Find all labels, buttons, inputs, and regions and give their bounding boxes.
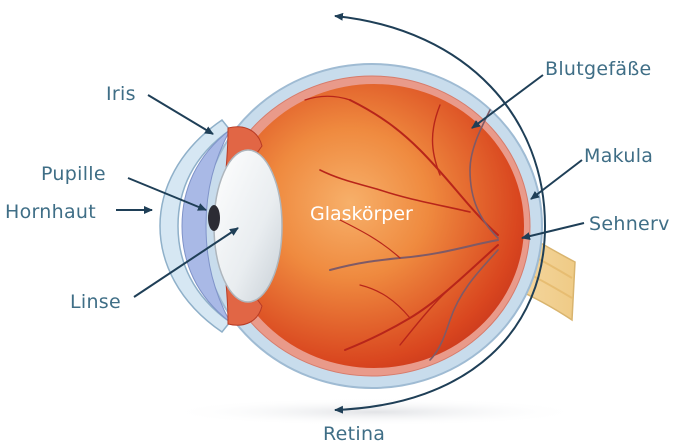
blutgefaesse-pointer	[472, 75, 543, 128]
ground-shadow	[165, 398, 585, 426]
makula-pointer	[531, 160, 582, 199]
pupil	[208, 205, 220, 231]
label-sehnerv: Sehnerv	[589, 213, 670, 235]
label-makula: Makula	[584, 145, 653, 167]
label-glaskoerper: Glaskörper	[310, 203, 413, 225]
label-blutgefaesse: Blutgefäße	[545, 58, 652, 80]
label-pupille: Pupille	[41, 163, 106, 185]
iris-pointer	[148, 95, 213, 134]
label-iris: Iris	[106, 83, 136, 105]
label-linse: Linse	[70, 291, 121, 313]
lens	[214, 150, 282, 302]
label-retina: Retina	[323, 423, 385, 445]
label-hornhaut: Hornhaut	[5, 201, 96, 223]
